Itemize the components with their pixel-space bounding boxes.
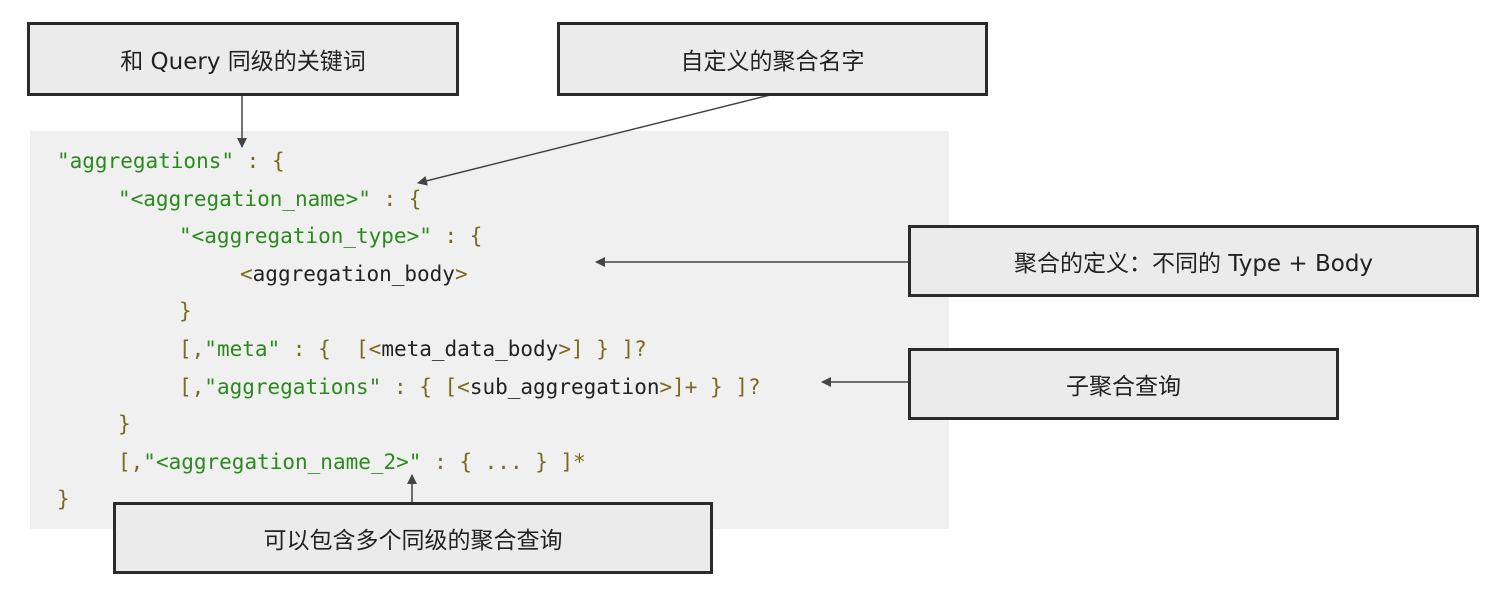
- code-token: [,: [118, 449, 144, 474]
- code-line: <aggregation_body>: [240, 260, 468, 288]
- code-line: "<aggregation_type>" : {: [179, 222, 482, 250]
- code-token: "<aggregation_name>": [118, 186, 371, 211]
- code-line: }: [118, 410, 131, 438]
- code-token: "aggregations": [57, 149, 235, 173]
- callout-sub-aggregation: 子聚合查询: [908, 348, 1339, 420]
- code-token: aggregation_body: [252, 261, 455, 286]
- code-token: sub_aggregation: [469, 374, 660, 399]
- code-token: "aggregations": [204, 374, 382, 399]
- code-token: }: [179, 299, 192, 324]
- code-line: [,"<aggregation_name_2>" : { ... } ]*: [118, 448, 586, 476]
- callout-keyword: 和 Query 同级的关键词: [27, 22, 459, 96]
- code-panel: "aggregations" : {"<aggregation_name>" :…: [30, 131, 949, 529]
- code-token: >] } ]?: [558, 337, 647, 361]
- code-token: }: [118, 412, 131, 437]
- code-line: }: [179, 297, 192, 325]
- code-line: [,"meta" : { [<meta_data_body>] } ]?: [179, 335, 647, 363]
- code-token: [,: [179, 374, 205, 399]
- code-token: }: [57, 487, 70, 512]
- code-token: <: [240, 261, 253, 286]
- code-token: "meta": [204, 337, 281, 361]
- code-token: : { [<: [381, 374, 470, 399]
- code-token: : {: [234, 149, 285, 173]
- code-token: >: [454, 261, 468, 286]
- code-line: "<aggregation_name>" : {: [118, 185, 421, 213]
- code-token: "<aggregation_type>": [179, 224, 432, 249]
- arrow-name: [417, 94, 771, 186]
- code-token: meta_data_body: [381, 337, 559, 361]
- code-line: [,"aggregations" : { [<sub_aggregation>]…: [179, 373, 761, 401]
- code-line: }: [57, 485, 70, 513]
- callout-multiple-aggregations: 可以包含多个同级的聚合查询: [113, 502, 713, 574]
- callout-aggregation-definition: 聚合的定义：不同的 Type + Body: [908, 225, 1479, 297]
- code-line: "aggregations" : {: [57, 147, 285, 175]
- code-token: "<aggregation_name_2>": [143, 449, 422, 474]
- code-token: : { [<: [280, 337, 382, 361]
- code-token: : { ... } ]*: [421, 449, 586, 474]
- code-token: : {: [370, 186, 422, 211]
- code-token: >]+ } ]?: [659, 374, 761, 399]
- code-token: [,: [179, 337, 205, 361]
- callout-aggregation-name: 自定义的聚合名字: [557, 22, 988, 96]
- code-token: : {: [431, 224, 483, 249]
